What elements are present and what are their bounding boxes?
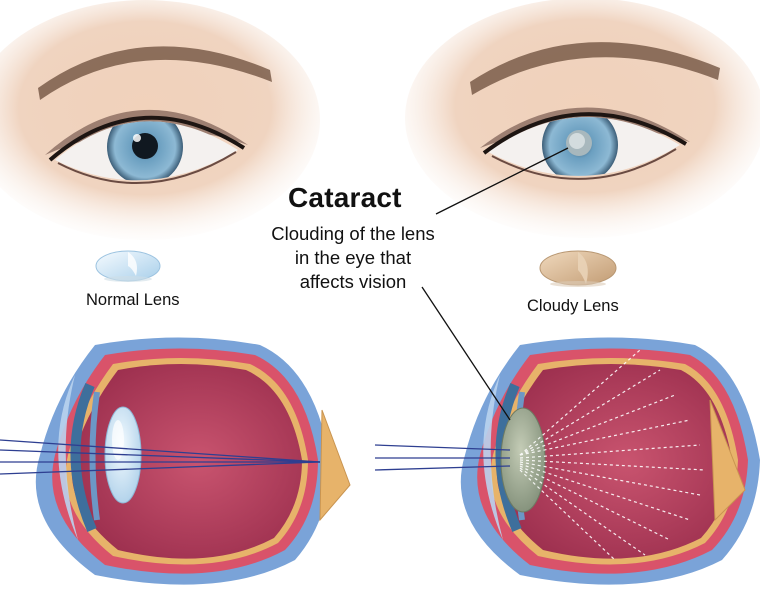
normal-eye-cross-section <box>0 338 350 585</box>
optic-nerve <box>320 410 350 520</box>
pointer-line-to-lens <box>422 287 510 420</box>
cataract-title: Cataract <box>288 182 402 214</box>
incoming-light-rays <box>375 445 510 470</box>
cloudy-lens-icon <box>540 251 616 287</box>
cataract-description: Clouding of the lens in the eye that aff… <box>268 222 438 294</box>
normal-lens-label: Normal Lens <box>86 291 180 310</box>
cataract-eye-cross-section <box>375 338 760 585</box>
cloudy-lens-label: Cloudy Lens <box>527 297 619 316</box>
normal-eye-photo <box>0 0 320 240</box>
normal-lens-icon <box>96 251 160 282</box>
